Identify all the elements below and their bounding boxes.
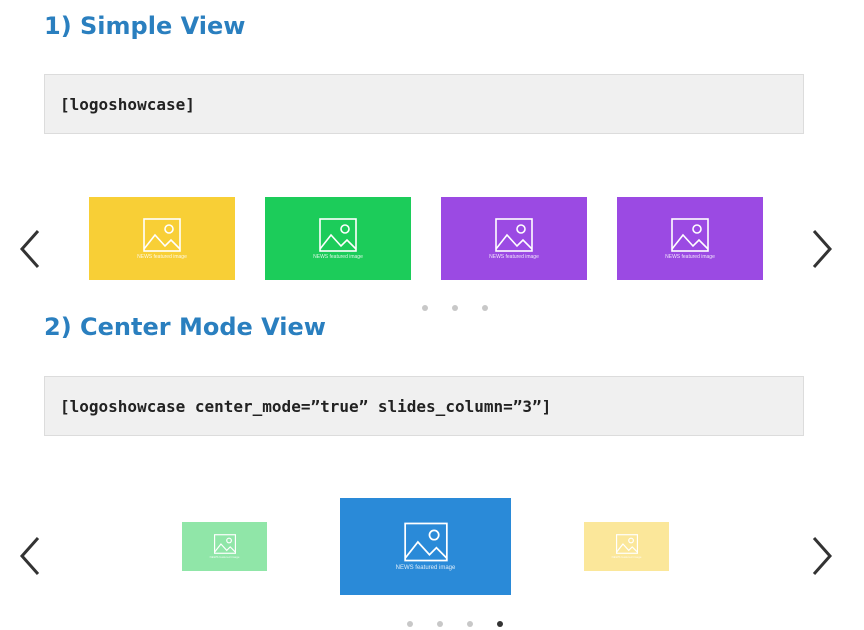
slide-caption: NEWS featured image — [313, 253, 363, 260]
carousel-prev-button[interactable] — [16, 227, 46, 271]
chevron-left-icon — [19, 230, 40, 268]
slide-caption: NEWS featured image — [665, 253, 715, 260]
carousel-prev-button[interactable] — [16, 534, 46, 578]
carousel-dot-active[interactable] — [497, 621, 503, 627]
slide-caption: NEWS featured image — [209, 555, 240, 559]
shortcode-box-simple: [logoshowcase] — [44, 74, 804, 134]
slide-caption: NEWS featured image — [489, 253, 539, 260]
carousel-dot[interactable] — [452, 305, 458, 311]
carousel-slide[interactable]: NEWS featured image — [182, 522, 267, 571]
image-placeholder-icon — [319, 217, 357, 252]
shortcode-box-center-mode: [logoshowcase center_mode=”true” slides_… — [44, 376, 804, 436]
carousel-slide[interactable]: NEWS featured image — [89, 197, 235, 280]
carousel-dot[interactable] — [437, 621, 443, 627]
carousel-dot[interactable] — [467, 621, 473, 627]
carousel-slide[interactable]: NEWS featured image — [441, 197, 587, 280]
image-placeholder-icon — [495, 217, 533, 252]
image-placeholder-icon — [403, 522, 448, 562]
slide-caption: NEWS featured image — [611, 555, 642, 559]
carousel-slide[interactable]: NEWS featured image — [265, 197, 411, 280]
image-placeholder-icon — [143, 217, 181, 252]
carousel-dot[interactable] — [407, 621, 413, 627]
chevron-left-icon — [19, 537, 40, 575]
image-placeholder-icon — [615, 534, 638, 554]
carousel-dot[interactable] — [422, 305, 428, 311]
carousel-slide[interactable]: NEWS featured image — [584, 522, 669, 571]
carousel-dot[interactable] — [482, 305, 488, 311]
image-placeholder-icon — [213, 534, 236, 554]
carousel-next-button[interactable] — [806, 227, 836, 271]
carousel-next-button[interactable] — [806, 534, 836, 578]
chevron-right-icon — [812, 230, 833, 268]
chevron-right-icon — [812, 537, 833, 575]
slide-caption: NEWS featured image — [395, 565, 456, 571]
section-title-center-mode-view: 2) Center Mode View — [44, 313, 326, 341]
image-placeholder-icon — [671, 217, 709, 252]
carousel-slide[interactable]: NEWS featured image — [617, 197, 763, 280]
slide-caption: NEWS featured image — [137, 253, 187, 260]
section-title-simple-view: 1) Simple View — [44, 12, 246, 40]
carousel-slide-active[interactable]: NEWS featured image — [340, 498, 511, 595]
